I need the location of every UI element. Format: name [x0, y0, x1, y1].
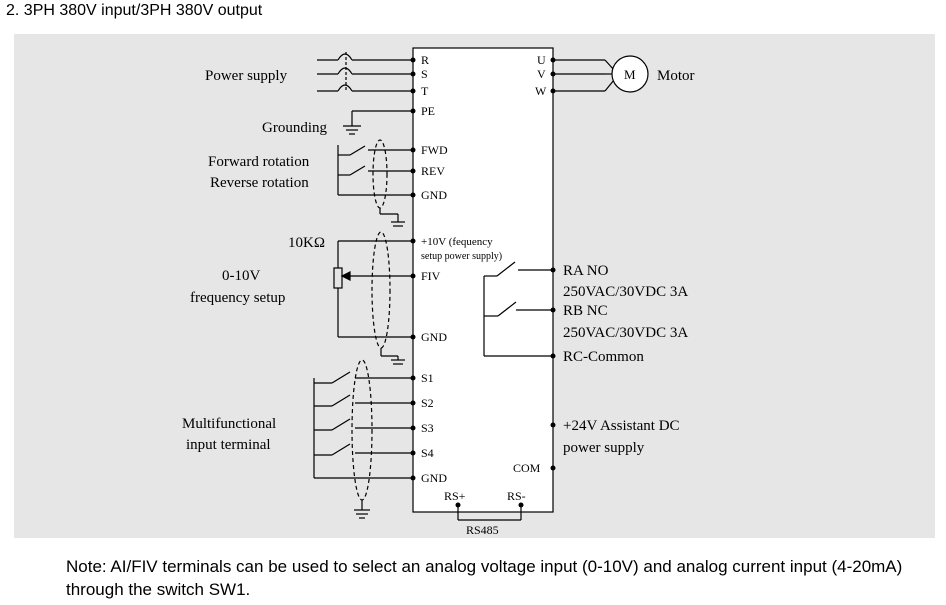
rs485-label: RS485 [466, 523, 499, 537]
terminal-s4: S4 [421, 446, 434, 460]
aux-24v-label-2: power supply [563, 440, 645, 456]
terminal-r: R [421, 53, 429, 67]
resistor-label: 10KΩ [288, 235, 325, 251]
power-supply-label: Power supply [205, 68, 288, 84]
terminal-t: T [421, 84, 429, 98]
frequency-setup-label: frequency setup [190, 290, 285, 306]
motor-label: Motor [657, 68, 695, 84]
relay-rc-label: RC-Common [563, 349, 644, 365]
terminal-s2: S2 [421, 396, 434, 410]
terminal-com: COM [513, 461, 541, 475]
terminal-fiv: FIV [421, 269, 441, 283]
terminal-rs-minus: RS- [507, 489, 526, 503]
relay-ra-rating: 250VAC/30VDC 3A [563, 284, 688, 300]
note-text: Note: AI/FIV terminals can be used to se… [66, 557, 903, 599]
grounding-label: Grounding [262, 120, 327, 136]
inverter-box [412, 47, 554, 513]
input-terminal-label: input terminal [186, 437, 271, 453]
terminal-10v: +10V (fequency [421, 236, 493, 248]
reverse-rotation-label: Reverse rotation [210, 175, 309, 191]
relay-rb-label: RB NC [563, 303, 608, 319]
terminal-fwd: FWD [421, 143, 448, 157]
terminal-u: U [537, 53, 546, 67]
motor-symbol: M [624, 67, 636, 82]
terminal-v: V [537, 67, 546, 81]
relay-rb-rating: 250VAC/30VDC 3A [563, 325, 688, 341]
relay-ra-label: RA NO [563, 263, 609, 279]
multifunctional-label: Multifunctional [182, 416, 276, 432]
terminal-rev: REV [421, 164, 445, 178]
aux-24v-label: +24V Assistant DC [563, 418, 680, 434]
terminal-gnd-2: GND [421, 330, 447, 344]
terminal-w: W [535, 84, 547, 98]
section-heading: 2. 3PH 380V input/3PH 380V output [6, 2, 263, 19]
terminal-10v-note: setup power supply) [421, 251, 502, 262]
terminal-gnd-1: GND [421, 188, 447, 202]
terminal-rs-plus: RS+ [444, 489, 466, 503]
terminal-s: S [421, 67, 428, 81]
terminal-gnd-3: GND [421, 471, 447, 485]
terminal-s3: S3 [421, 421, 434, 435]
terminal-pe: PE [421, 104, 435, 118]
terminal-s1: S1 [421, 371, 434, 385]
voltage-range-label: 0-10V [222, 268, 260, 284]
forward-rotation-label: Forward rotation [208, 154, 310, 170]
